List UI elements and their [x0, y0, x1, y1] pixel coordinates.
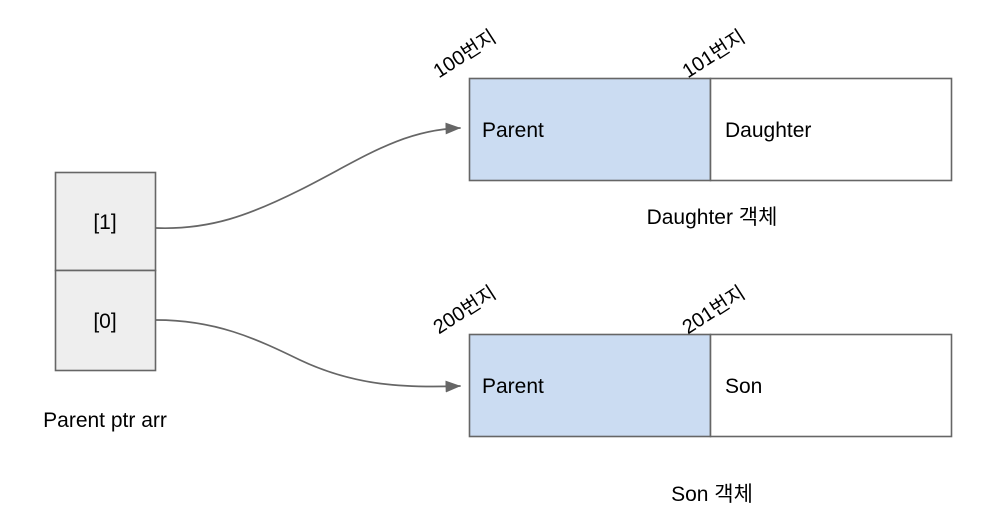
daughter-parent-segment-label: Parent: [482, 119, 544, 142]
daughter-parent-segment-rect[interactable]: [468, 77, 712, 182]
array-cell-1-rect[interactable]: [54, 171, 157, 272]
arrow-array1-to-daughter: [155, 122, 461, 230]
daughter-object-box: [468, 77, 953, 182]
son-object-caption: Son 객체: [671, 483, 753, 506]
array-cell-label-1: [1]: [93, 211, 117, 234]
pointer-array-box: [54, 171, 157, 372]
arrow-array0-to-son: [155, 319, 461, 393]
daughter-child-segment-rect[interactable]: [709, 77, 953, 182]
daughter-object-caption: Daughter 객체: [646, 206, 778, 229]
daughter-child-segment-label: Daughter: [725, 119, 812, 142]
array-cell-label-0: [0]: [93, 310, 117, 333]
pointer-array-caption: Parent ptr arr: [43, 409, 167, 432]
son-parent-segment-rect[interactable]: [468, 333, 712, 438]
son-child-segment-label: Son: [725, 375, 763, 398]
son-child-segment-rect[interactable]: [709, 333, 953, 438]
son-parent-segment-label: Parent: [482, 375, 544, 398]
son-object-box: [468, 333, 953, 438]
array-cell-0-rect[interactable]: [54, 269, 157, 372]
